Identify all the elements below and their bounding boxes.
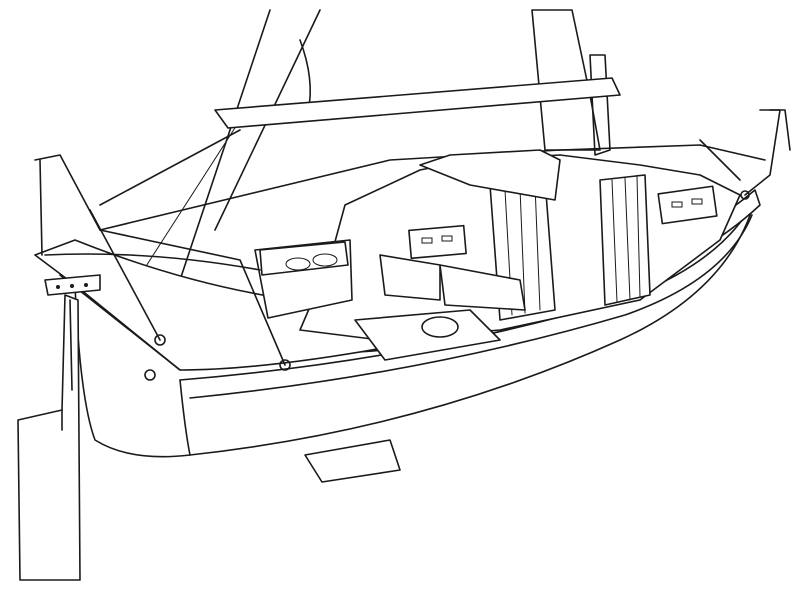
toilet bbox=[421, 316, 459, 338]
rails bbox=[34, 109, 781, 381]
mainsail bbox=[531, 9, 791, 156]
bulkhead-right bbox=[599, 174, 651, 306]
cabin-interior bbox=[254, 149, 741, 361]
cabin-top bbox=[99, 77, 766, 231]
rudder bbox=[17, 294, 81, 581]
